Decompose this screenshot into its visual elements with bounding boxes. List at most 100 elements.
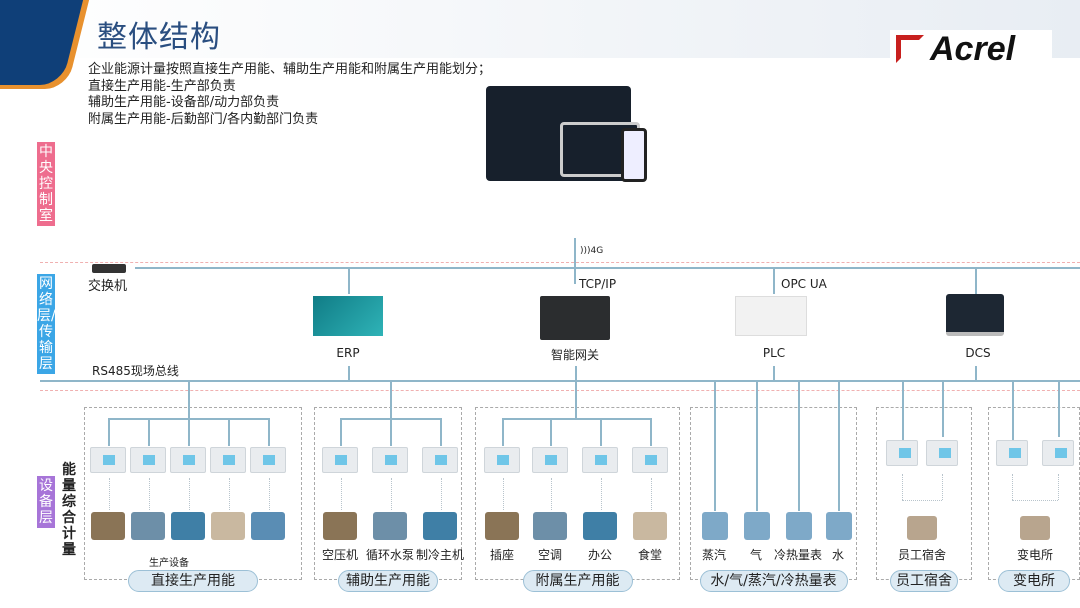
- meter-line: [1058, 381, 1060, 437]
- branch-line: [390, 418, 392, 446]
- link: [975, 366, 977, 380]
- branch-line: [108, 418, 110, 446]
- energy-meter-icon: [372, 447, 408, 473]
- divider: [40, 262, 1080, 263]
- dotted-link: [942, 474, 943, 500]
- dotted-link: [1012, 474, 1013, 500]
- branch-line: [550, 418, 552, 446]
- 4g-label: 4G: [590, 246, 604, 256]
- meter-line: [838, 381, 840, 511]
- item-label: 蒸汽: [701, 548, 726, 562]
- branch-line: [268, 418, 270, 446]
- switch-label: 交换机: [88, 279, 128, 294]
- item-label: 办公: [587, 548, 612, 562]
- link: [575, 366, 577, 380]
- dotted-link: [551, 478, 552, 510]
- energy-metering-label: 能量综合计量: [62, 462, 76, 558]
- dotted-link: [601, 478, 602, 510]
- opcua-label: OPC UA: [781, 277, 827, 291]
- drop-line: [575, 381, 577, 419]
- equipment-icon: [633, 512, 667, 540]
- equipment-icon: [323, 512, 357, 540]
- dotted-link: [149, 478, 150, 510]
- item-label: 循环水泵: [365, 548, 414, 562]
- logo-text: Acrel: [930, 29, 1016, 68]
- item-label: 水: [831, 548, 844, 562]
- dcs-laptop-icon: [946, 294, 1004, 336]
- link: [348, 366, 350, 380]
- group-title: 辅助生产用能: [338, 570, 438, 592]
- energy-meter-icon: [484, 447, 520, 473]
- link: [773, 366, 775, 380]
- divider: [40, 390, 1080, 391]
- desc-line: 直接生产用能-生产部负责: [88, 78, 236, 94]
- group-title: 员工宿舍: [890, 570, 958, 592]
- meter-icon: [886, 440, 918, 466]
- branch-line: [228, 418, 230, 446]
- group-title: 直接生产用能: [128, 570, 258, 592]
- energy-meter-icon: [632, 447, 668, 473]
- meter-line: [756, 381, 758, 511]
- dotted-link: [229, 478, 230, 510]
- group-title: 附属生产用能: [522, 570, 633, 592]
- item-label: 空调: [537, 548, 562, 562]
- building-icon: [1020, 516, 1050, 540]
- dotted-link: [503, 478, 504, 510]
- energy-meter-icon: [582, 447, 618, 473]
- item-label: 气: [749, 548, 762, 562]
- acrel-logo: Acrel: [890, 30, 1052, 68]
- meter-line: [942, 381, 944, 437]
- dotted-link: [1058, 474, 1059, 500]
- dotted-link: [109, 478, 110, 510]
- equipment-icon: [171, 512, 205, 540]
- plc-label: PLC: [762, 346, 786, 360]
- layer-network: 网络层/传输层: [37, 274, 56, 374]
- link: [975, 268, 977, 294]
- gateway-icon: [540, 296, 610, 340]
- energy-meter-icon: [90, 447, 126, 473]
- branch-line: [148, 418, 150, 446]
- equipment-icon: [131, 512, 165, 540]
- branch-line: [502, 418, 652, 420]
- uplink-line: [574, 238, 576, 284]
- desc-line: 辅助生产用能-设备部/动力部负责: [88, 95, 280, 110]
- desc-line: 附属生产用能-后勤部门/各内勤部门负责: [88, 111, 319, 127]
- layer-device: 设备层: [37, 476, 55, 528]
- page-title: 整体结构: [97, 20, 221, 55]
- flowmeter-icon: [702, 512, 728, 540]
- plc-icon: [735, 296, 807, 336]
- phone-icon: [621, 128, 647, 182]
- rs485-bus-line: [40, 380, 1080, 382]
- flowmeter-icon: [744, 512, 770, 540]
- item-label: 变电所: [1016, 548, 1053, 562]
- meter-icon: [996, 440, 1028, 466]
- dotted-link: [651, 478, 652, 510]
- item-label: 冷热量表: [773, 548, 822, 562]
- meter-icon: [926, 440, 958, 466]
- branch-line: [340, 418, 342, 446]
- dotted-link: [269, 478, 270, 510]
- ethernet-line: [135, 267, 1080, 269]
- rs485-label: RS485现场总线: [92, 364, 179, 378]
- energy-meter-icon: [250, 447, 286, 473]
- tcpip-label: TCP/IP: [579, 277, 617, 291]
- group-title: 水/气/蒸汽/冷热量表: [699, 570, 848, 592]
- building-icon: [907, 516, 937, 540]
- group-title: 变电所: [998, 570, 1070, 592]
- meter-line: [1012, 381, 1014, 437]
- equipment-icon: [251, 512, 285, 540]
- energy-meter-icon: [422, 447, 458, 473]
- branch-line: [440, 418, 442, 446]
- meter-line: [714, 381, 716, 511]
- equipment-icon: [533, 512, 567, 540]
- item-label: 食堂: [637, 548, 662, 562]
- equipment-icon: [583, 512, 617, 540]
- equipment-icon: [373, 512, 407, 540]
- link: [348, 268, 350, 294]
- branch-line: [650, 418, 652, 446]
- dcs-label: DCS: [965, 346, 991, 360]
- dotted-link: [189, 478, 190, 510]
- branch-line: [600, 418, 602, 446]
- equipment-icon: [485, 512, 519, 540]
- meter-icon: [1042, 440, 1074, 466]
